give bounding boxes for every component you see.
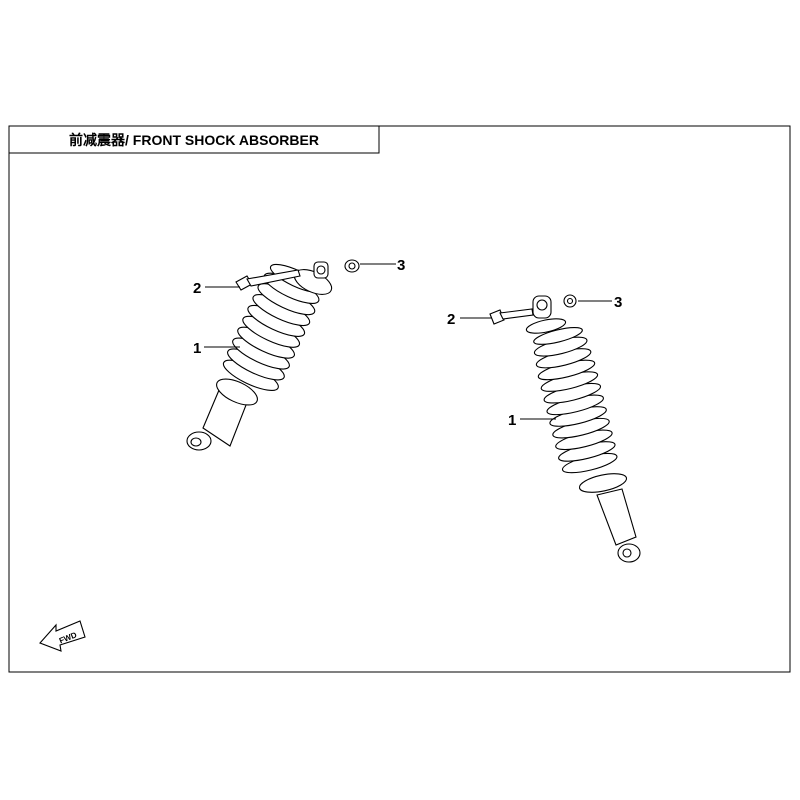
left-callout-1: 1 [193,340,201,357]
right-callout-2: 2 [447,311,455,328]
title-box [8,125,380,154]
left-lower-spring-seat [216,378,258,406]
right-lower-eye-hole [622,548,632,558]
fwd-arrow-icon: FWD [39,620,86,652]
left-shock-absorber [186,261,333,451]
right-callout-1: 1 [508,412,516,429]
right-bolt-part-2 [489,308,534,325]
drawing-border [8,125,791,673]
left-nut-part-3 [344,259,360,273]
left-lower-eye-hole [190,437,202,447]
right-upper-spring-seat [525,318,567,334]
right-callout-3: 3 [614,294,622,311]
left-callout-3: 3 [397,257,405,274]
right-coil-spring [533,327,618,474]
left-callout-2: 2 [193,280,201,297]
right-bolt-shank [499,308,534,320]
right-lower-spring-seat [578,473,628,493]
page-title: 前减震器/ FRONT SHOCK ABSORBER [69,132,319,148]
right-damper-body [596,488,637,546]
left-bolt-shank [246,269,301,287]
right-shock-absorber [525,295,641,563]
right-nut-part-3 [563,294,577,308]
